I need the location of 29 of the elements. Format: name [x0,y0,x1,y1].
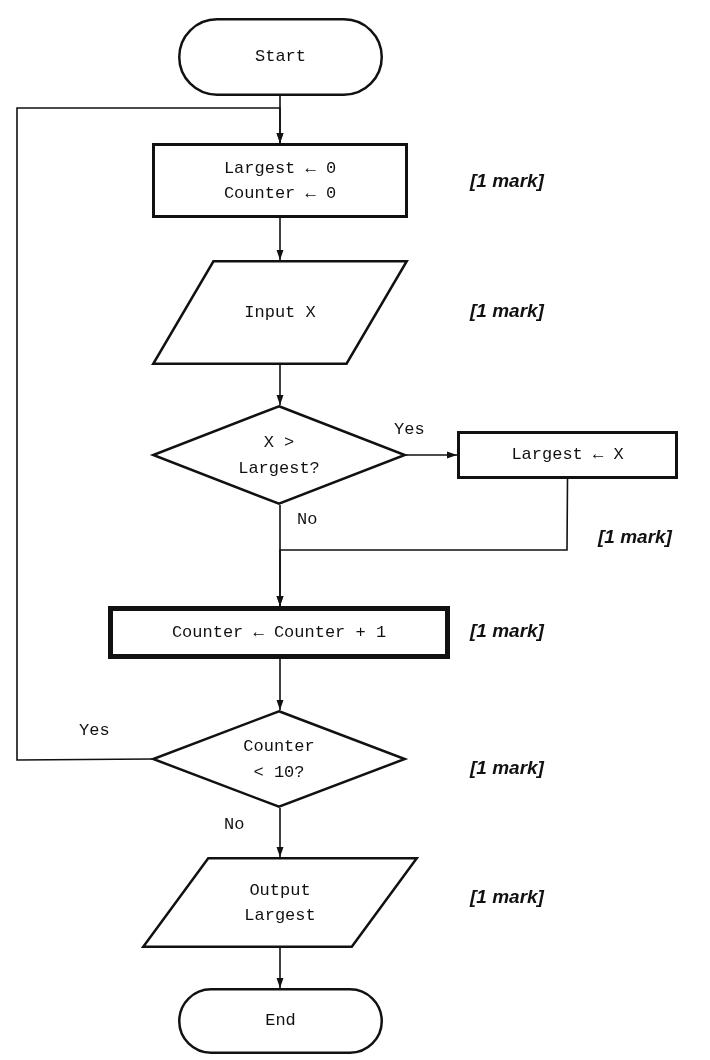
node-text: Counter ← Counter + 1 [170,621,388,644]
node-text: Largest ← X [510,444,625,467]
node-text: Start [254,46,307,69]
mark-note: [1 mark] [470,300,544,322]
node-text: X > Largest? [237,431,321,479]
arrow [405,451,458,459]
input-parallelogram [152,260,408,365]
mark-note: [1 mark] [470,886,544,908]
mark-note: [1 mark] [598,526,672,548]
arrow [276,364,284,406]
mark-note: [1 mark] [470,620,544,642]
decision-diamond [152,710,406,808]
process-box [152,143,408,218]
node-text: Output Largest [243,879,317,927]
arrow [16,107,284,761]
mark-note: [1 mark] [470,170,544,192]
arrow [276,658,284,711]
arrow [276,478,569,607]
arrow [276,947,284,989]
mark-note: [1 mark] [470,757,544,779]
process-box [457,431,678,479]
output-parallelogram [142,857,418,948]
node-text: Counter < 10? [242,735,316,783]
arrow [276,217,284,261]
node-text: End [264,1010,297,1033]
process-box [108,606,450,659]
node-text: Input X [243,301,317,324]
arrow [276,807,284,858]
node-text: Largest ← 0 Counter ← 0 [222,157,338,205]
